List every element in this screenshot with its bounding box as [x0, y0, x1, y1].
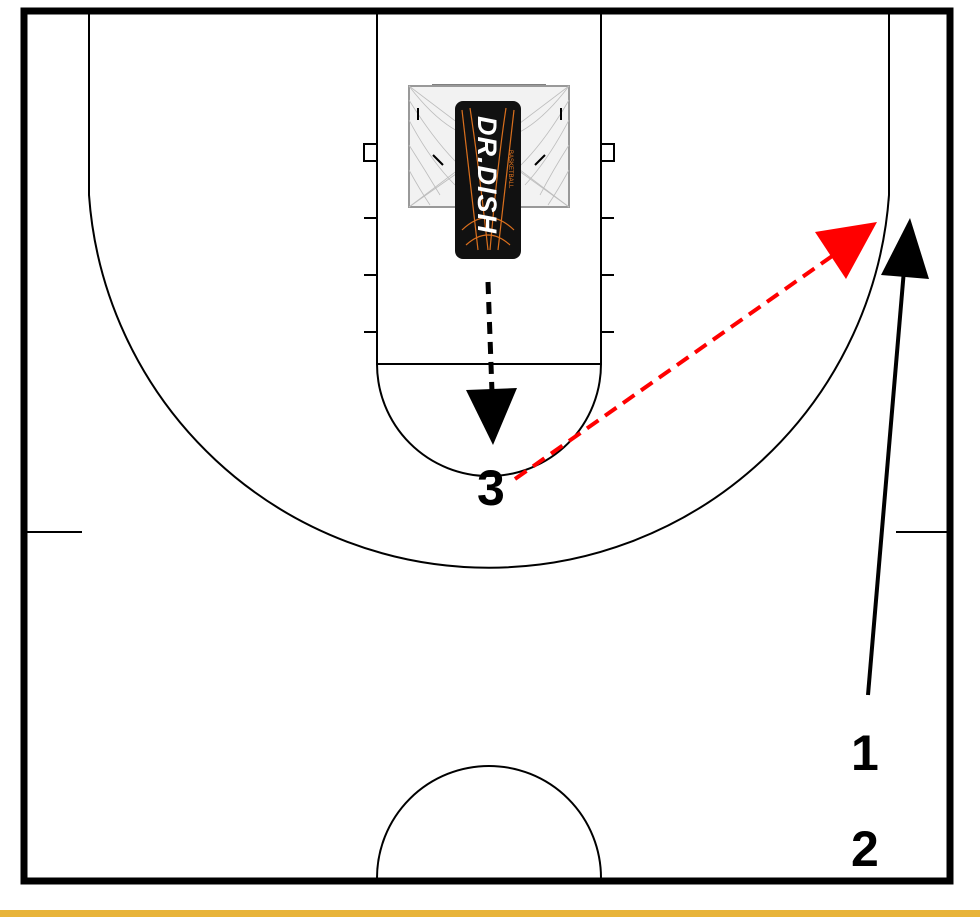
cut-dashed-line — [485, 281, 495, 393]
player-cut-line — [866, 257, 907, 696]
pass-arrowhead — [815, 222, 877, 279]
player-cut-arrowhead — [881, 218, 929, 279]
machine-body — [455, 101, 521, 259]
cut-arrowhead — [466, 388, 517, 445]
lane-block — [363, 143, 378, 162]
shooting-machine: DR.DISH BASKETBALL — [455, 101, 521, 259]
player-3-label: 3 — [477, 460, 505, 516]
machine-sub-brand-text: BASKETBALL — [507, 150, 513, 189]
pass-dashed-line — [513, 245, 847, 481]
center-circle — [376, 765, 602, 879]
machine-brand-text: DR.DISH — [472, 116, 502, 234]
player-2-label: 2 — [851, 821, 879, 877]
bottom-accent-bar — [0, 910, 980, 917]
free-throw-circle — [376, 363, 602, 477]
three-point-line — [88, 14, 890, 569]
lane-block — [600, 143, 615, 162]
player-1-label: 1 — [851, 725, 879, 781]
